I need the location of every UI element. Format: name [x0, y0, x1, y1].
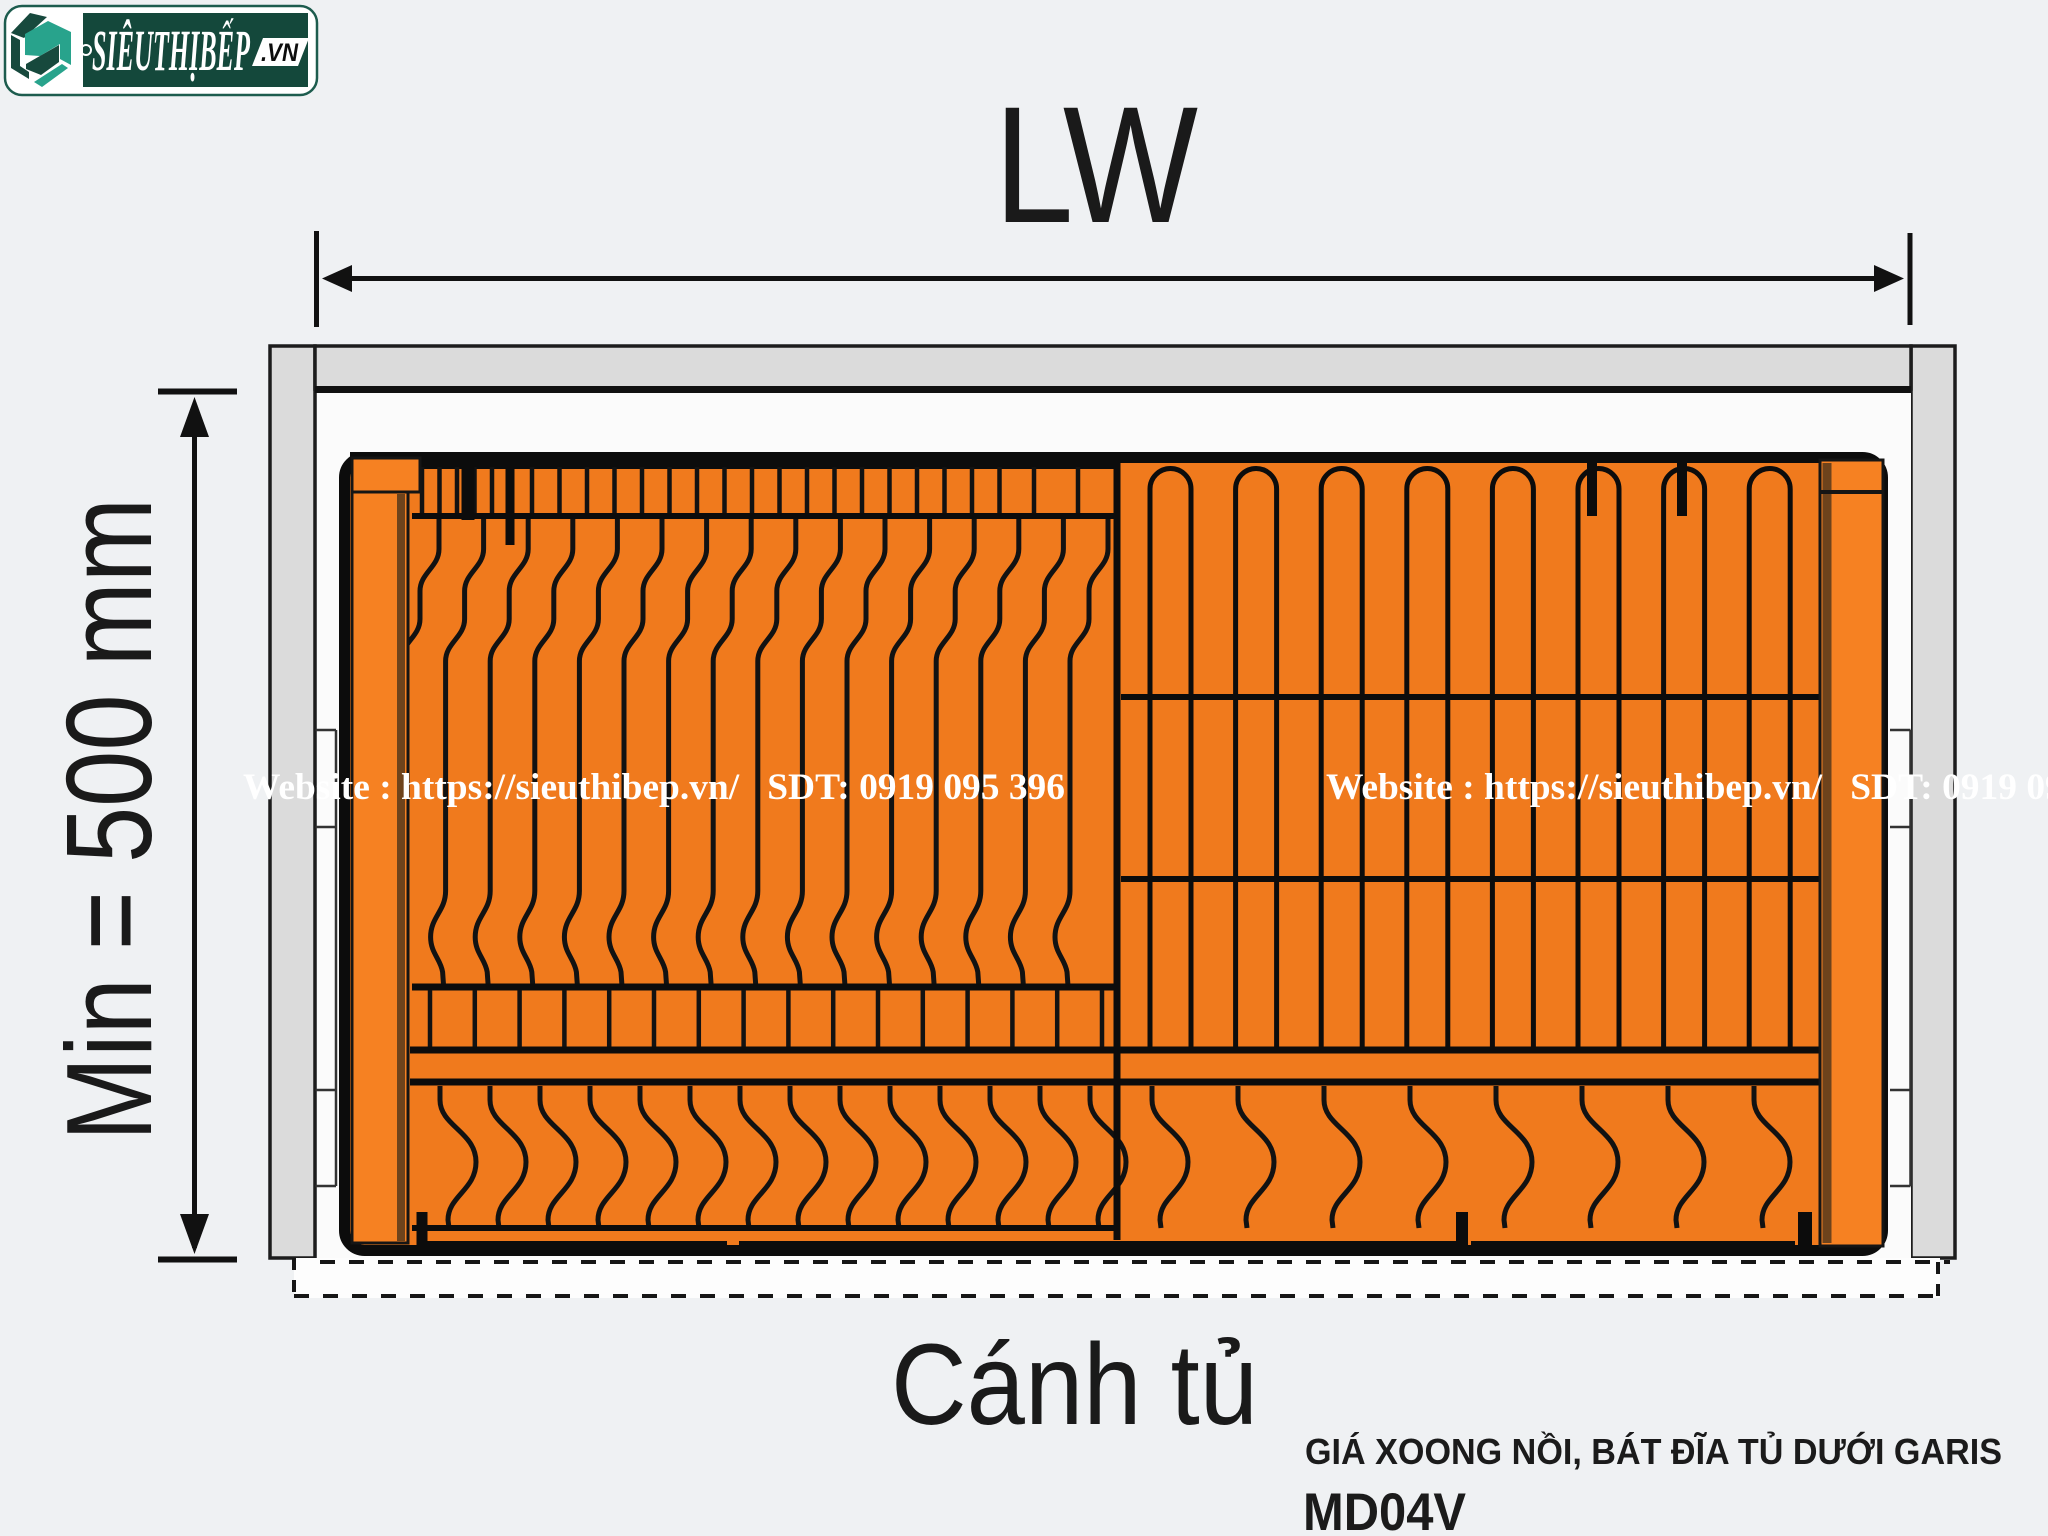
svg-text:.VN: .VN	[261, 39, 299, 67]
svg-text:MD04V: MD04V	[1303, 1483, 1466, 1536]
svg-text:Website : https://sieuthibep.v: Website : https://sieuthibep.vn/ SDT: 09…	[1326, 767, 2048, 808]
svg-text:GIÁ XOONG NỒI, BÁT ĐĨA TỦ DƯỚI: GIÁ XOONG NỒI, BÁT ĐĨA TỦ DƯỚI GARIS	[1305, 1430, 2002, 1472]
svg-text:Min = 500 mm: Min = 500 mm	[41, 498, 177, 1141]
svg-text:LW: LW	[994, 73, 1198, 258]
svg-text:Cánh tủ: Cánh tủ	[891, 1321, 1258, 1449]
svg-text:SIÊUTHỊBẾP: SIÊUTHỊBẾP	[92, 18, 250, 83]
svg-text:Website : https://sieuthibep.v: Website : https://sieuthibep.vn/ SDT: 09…	[243, 767, 1065, 808]
